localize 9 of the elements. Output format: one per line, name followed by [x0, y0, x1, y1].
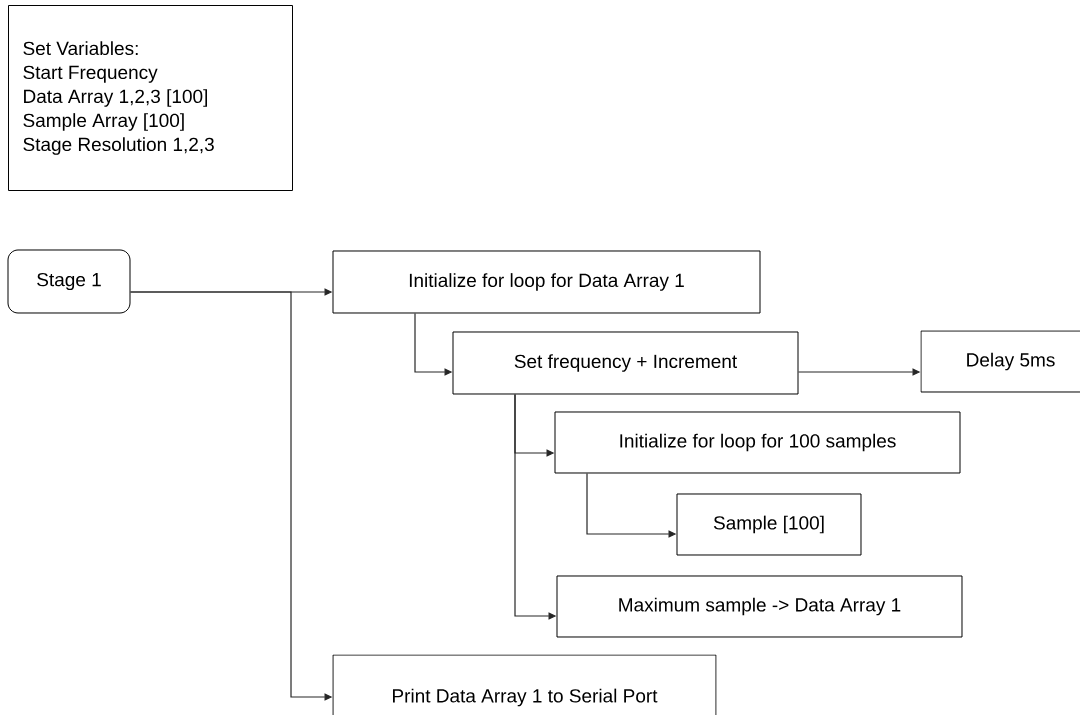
start-box: Stage 1	[7, 249, 131, 314]
variables-box: Set Variables: Start Frequency Data Array 1,2,3 [100] Sample Array [100] Stage Resolution 1,2,3	[8, 5, 293, 191]
process-box: Initialize for loop for 100 samples	[554, 411, 961, 474]
process-box: Set frequency + Increment	[452, 331, 799, 395]
process-box: Sample [100]	[676, 493, 862, 556]
process-box: Print Data Array 1 to Serial Port	[332, 654, 717, 715]
process-box: Delay 5ms	[920, 330, 1080, 393]
process-box: Maximum sample -> Data Array 1	[556, 575, 963, 638]
process-box: Initialize for loop for Data Array 1	[332, 250, 761, 314]
